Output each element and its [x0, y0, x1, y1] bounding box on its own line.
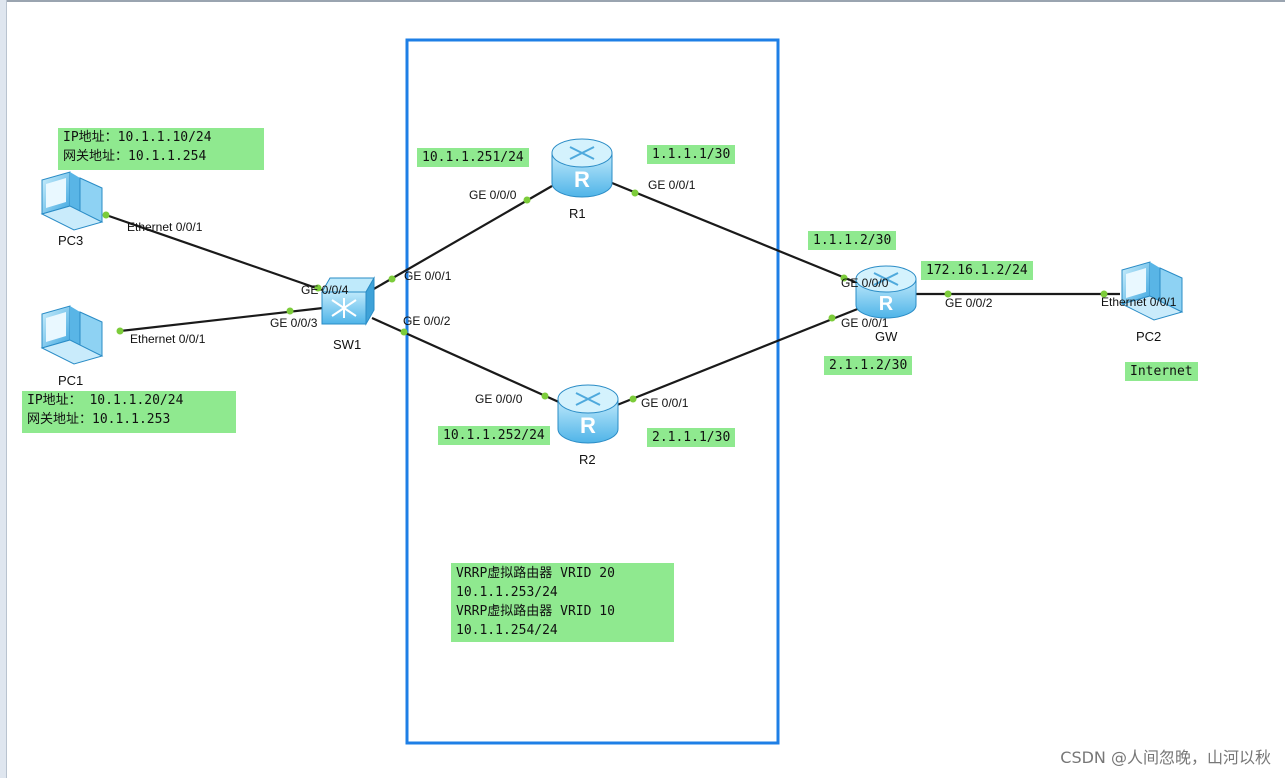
r1-wan-ip-label: 1.1.1.1/30 — [647, 145, 736, 164]
port-dot — [314, 284, 322, 292]
port-dot — [629, 395, 637, 403]
pc-icon[interactable] — [40, 305, 104, 365]
switch-icon[interactable] — [321, 276, 375, 326]
port-label-r2-ge0: GE 0/0/0 — [475, 392, 523, 406]
port-label-r1-ge0: GE 0/0/0 — [469, 188, 517, 202]
port-label-sw1-ge3: GE 0/0/3 — [270, 316, 318, 330]
link-sw1-r1 — [371, 185, 553, 291]
port-label-sw1-ge1: GE 0/0/1 — [404, 269, 452, 283]
device-name-pc1: PC1 — [58, 373, 84, 388]
vrrp-vrid20-ip-text: 10.1.1.253/24 — [456, 585, 558, 600]
port-dot — [541, 392, 549, 400]
device-name-r2: R2 — [579, 452, 596, 467]
link-sw1-r2 — [371, 316, 562, 405]
device-name-gw: GW — [875, 329, 898, 344]
pc3-address-label: IP地址：10.1.1.10/24 网关地址：10.1.1.254 — [58, 128, 264, 170]
port-label-pc3: Ethernet 0/0/1 — [127, 220, 203, 234]
vrrp-vrid10-text: VRRP虚拟路由器 VRID 10 — [456, 604, 615, 619]
pc-icon[interactable] — [40, 171, 104, 231]
window-left-border — [0, 0, 7, 778]
device-name-pc2: PC2 — [1136, 329, 1162, 344]
svg-text:R: R — [879, 293, 894, 315]
vrrp-group-box — [405, 38, 780, 745]
port-dot — [828, 314, 836, 322]
router-icon[interactable]: R — [551, 138, 613, 198]
port-dot — [631, 189, 639, 197]
svg-text:R: R — [580, 413, 596, 438]
port-dot — [944, 290, 952, 298]
port-label-sw1-ge2: GE 0/0/2 — [403, 314, 451, 328]
internet-label: Internet — [1125, 362, 1198, 381]
port-dot — [388, 275, 396, 283]
port-label-gw-ge0: GE 0/0/0 — [841, 276, 889, 290]
gw-ge2-ip-label: 172.16.1.2/24 — [921, 261, 1033, 280]
port-label-pc2: Ethernet 0/0/1 — [1101, 295, 1177, 309]
port-dot — [523, 196, 531, 204]
device-name-r1: R1 — [569, 206, 586, 221]
watermark: CSDN @人间忽晚，山河以秋 — [1060, 748, 1271, 767]
gw-ge0-ip-label: 1.1.1.2/30 — [808, 231, 897, 250]
port-label-sw1-ge4: GE 0/0/4 — [301, 283, 349, 297]
pc1-gateway-text: 网关地址：10.1.1.253 — [27, 412, 171, 427]
vrrp-vrid20-text: VRRP虚拟路由器 VRID 20 — [456, 566, 615, 581]
port-label-r1-ge1: GE 0/0/1 — [648, 178, 696, 192]
port-label-r2-ge1: GE 0/0/1 — [641, 396, 689, 410]
port-dot — [116, 327, 124, 335]
router-icon[interactable]: R — [557, 384, 619, 444]
port-dot — [286, 307, 294, 315]
device-name-sw1: SW1 — [333, 337, 362, 352]
pc3-ip-text: IP地址：10.1.1.10/24 — [63, 130, 212, 145]
pc3-gateway-text: 网关地址：10.1.1.254 — [63, 149, 207, 164]
port-label-gw-ge2: GE 0/0/2 — [945, 296, 993, 310]
port-label-gw-ge1: GE 0/0/1 — [841, 316, 889, 330]
router-icon[interactable]: R — [855, 265, 917, 319]
pc-icon[interactable] — [1120, 261, 1184, 321]
window-top-border — [0, 0, 1285, 2]
link-r2-gw — [611, 306, 861, 409]
vrrp-vrid10-ip-text: 10.1.1.254/24 — [456, 623, 558, 638]
pc1-address-label: IP地址： 10.1.1.20/24 网关地址：10.1.1.253 — [22, 391, 236, 433]
r1-lan-ip-label: 10.1.1.251/24 — [417, 148, 529, 167]
port-dot — [102, 211, 110, 219]
pc1-ip-text: IP地址： 10.1.1.20/24 — [27, 393, 184, 408]
port-dot — [1100, 290, 1108, 298]
link-pc3-sw1 — [105, 213, 323, 292]
r2-wan-ip-label: 2.1.1.1/30 — [647, 428, 736, 447]
r2-lan-ip-label: 10.1.1.252/24 — [438, 426, 550, 445]
gw-ge1-ip-label: 2.1.1.2/30 — [824, 356, 913, 375]
port-dot — [840, 274, 848, 282]
port-label-pc1: Ethernet 0/0/1 — [130, 332, 206, 346]
svg-text:R: R — [574, 167, 590, 192]
link-r1-gw — [611, 181, 861, 286]
port-dot — [400, 328, 408, 336]
device-name-pc3: PC3 — [58, 233, 84, 248]
